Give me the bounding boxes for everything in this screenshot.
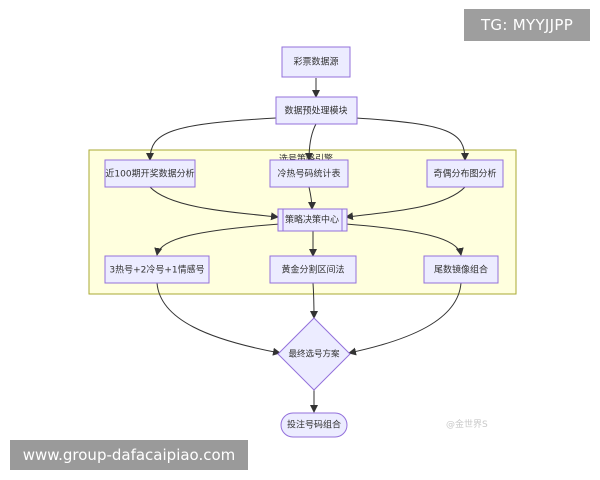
edge-oddeven-to-decision: [345, 186, 466, 221]
website-url-banner[interactable]: www.group-dafacaipiao.com: [10, 440, 248, 470]
edges: [146, 78, 469, 413]
node-hotcold-stats[interactable]: 冷热号码统计表: [269, 159, 349, 188]
node-preprocess-label: 数据预处理模块: [284, 105, 347, 117]
telegram-id-badge: TG: MYYJJPP: [464, 9, 590, 41]
node-golden[interactable]: 黄金分割区间法: [269, 255, 357, 284]
edge-decision-to-combo: [154, 223, 281, 256]
node-combo-label: 3热号+2冷号+1情感号: [109, 264, 204, 276]
edge-combo-to-final: [156, 282, 281, 356]
edge-recent100-to-decision: [149, 186, 279, 221]
node-decision-label: 策略决策中心: [285, 214, 339, 226]
edge-hotcold-to-decision: [307, 186, 316, 210]
node-oddeven-label: 奇偶分布图分析: [433, 168, 496, 180]
edge-preprocess-to-recent100: [146, 117, 277, 161]
node-preprocess[interactable]: 数据预处理模块: [275, 96, 358, 125]
node-tail-mirror-label: 尾数镜像组合: [434, 264, 488, 276]
edge-decision-to-tailmirror: [345, 223, 464, 256]
source-watermark: @金世界S: [446, 420, 488, 430]
edge-preprocess-to-hotcold: [305, 123, 317, 161]
node-data-source[interactable]: 彩票数据源: [281, 46, 351, 78]
edge-preprocess-to-oddeven: [355, 117, 469, 161]
node-data-source-label: 彩票数据源: [293, 56, 338, 68]
node-combo[interactable]: 3热号+2冷号+1情感号: [104, 255, 210, 284]
node-final[interactable]: 最终选号方案: [277, 317, 351, 391]
node-recent100-label: 近100期开奖数据分析: [105, 168, 194, 180]
node-tail-mirror[interactable]: 尾数镜像组合: [423, 255, 499, 284]
edge-golden-to-final: [309, 282, 318, 319]
node-oddeven[interactable]: 奇偶分布图分析: [426, 159, 504, 188]
node-bet[interactable]: 投注号码组合: [280, 412, 348, 438]
node-final-label: 最终选号方案: [288, 349, 340, 360]
node-hotcold-stats-label: 冷热号码统计表: [277, 168, 340, 180]
node-bet-label: 投注号码组合: [287, 419, 341, 431]
node-golden-label: 黄金分割区间法: [281, 264, 344, 276]
node-decision[interactable]: 策略决策中心: [277, 208, 348, 232]
node-recent100[interactable]: 近100期开奖数据分析: [104, 159, 196, 188]
edge-tailmirror-to-final: [348, 282, 462, 356]
